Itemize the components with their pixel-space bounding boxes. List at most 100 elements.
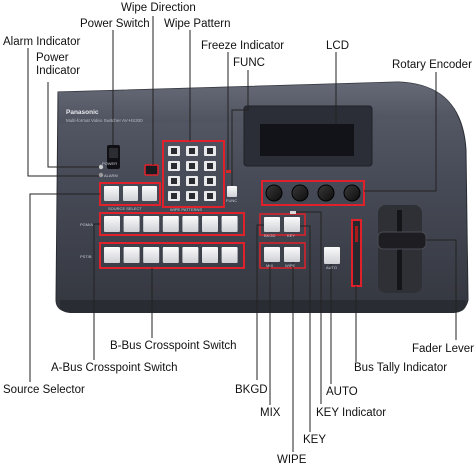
wipe-pattern-grid bbox=[168, 146, 216, 201]
leader-key bbox=[300, 225, 311, 432]
b-bus-crosspoint-button[interactable] bbox=[202, 247, 218, 263]
leader-fader-lever bbox=[426, 239, 457, 340]
switcher-front-edge bbox=[60, 300, 466, 313]
a-bus-crosspoint-row bbox=[104, 216, 238, 232]
wipe-button[interactable] bbox=[284, 247, 300, 262]
leader-bkgd bbox=[256, 224, 264, 380]
model-name-text: Multi-format Video Switcher AV-HS300 bbox=[66, 118, 143, 123]
auto-panel-label: AUTO bbox=[326, 265, 338, 270]
wipe-pattern-icon bbox=[207, 163, 213, 169]
a-bus-crosspoint-button[interactable] bbox=[202, 216, 218, 232]
callout-func: FUNC bbox=[233, 57, 265, 69]
freeze-indicator-led bbox=[226, 170, 231, 173]
power-switch-rocker bbox=[109, 148, 118, 158]
rotary-encoders bbox=[265, 184, 361, 202]
callout-lcd: LCD bbox=[326, 40, 350, 52]
a-bus-crosspoint-button[interactable] bbox=[221, 216, 238, 232]
key-button[interactable] bbox=[284, 217, 300, 232]
a-bus-crosspoint-button[interactable] bbox=[123, 216, 140, 232]
rotary-encoder-highlight bbox=[261, 180, 365, 206]
program-bus-panel-label: PGM/A bbox=[80, 222, 93, 227]
b-bus-crosspoint-button[interactable] bbox=[143, 247, 160, 263]
fader-lever[interactable] bbox=[377, 231, 427, 250]
source-selector bbox=[104, 186, 157, 201]
wipe-pattern-highlight bbox=[162, 140, 225, 208]
wipe-pattern-icon bbox=[171, 178, 177, 184]
a-bus-crosspoint-button[interactable] bbox=[143, 216, 160, 232]
wipe-pattern-icon bbox=[207, 148, 213, 154]
callout-bkgd: BKGD bbox=[235, 384, 268, 396]
b-bus-crosspoint-button[interactable] bbox=[182, 247, 199, 263]
callout-bus-tally: Bus Tally Indicator bbox=[354, 362, 448, 374]
leader-a-bus bbox=[93, 223, 100, 360]
wipe-pattern-icon bbox=[189, 163, 195, 169]
wipe-pattern-icon bbox=[171, 148, 177, 154]
callout-alarm-indicator: Alarm Indicator bbox=[3, 36, 81, 48]
bus-tally-led-top bbox=[355, 226, 358, 242]
callout-rotary-encoder: Rotary Encoder bbox=[392, 59, 472, 71]
b-bus-crosspoint-button[interactable] bbox=[104, 247, 120, 263]
lcd-screen bbox=[260, 124, 354, 156]
power-panel-label: POWER bbox=[102, 161, 118, 166]
callout-mix: MIX bbox=[260, 407, 281, 419]
mix-panel-label: MIX bbox=[266, 263, 274, 268]
wipe-pattern-icon bbox=[207, 193, 213, 199]
b-bus-crosspoint-button[interactable] bbox=[221, 247, 238, 263]
callout-b-bus: B-Bus Crosspoint Switch bbox=[110, 340, 237, 352]
transition-type-highlight bbox=[259, 242, 306, 269]
callout-key: KEY bbox=[303, 434, 327, 446]
callout-wipe-pattern: Wipe Pattern bbox=[164, 18, 231, 30]
callout-freeze-indicator: Freeze Indicator bbox=[201, 40, 285, 52]
rotary-encoder-knob[interactable] bbox=[291, 184, 309, 202]
callout-fader-lever: Fader Lever bbox=[412, 343, 475, 355]
source-selector-button[interactable] bbox=[123, 186, 138, 201]
source-select-panel-label: SOURCE SELECT bbox=[108, 206, 142, 211]
wipe-direction-button[interactable] bbox=[144, 164, 159, 176]
callout-wipe-direction: Wipe Direction bbox=[121, 2, 196, 14]
wipe-pattern-icon bbox=[189, 193, 195, 199]
key-indicator-led bbox=[290, 211, 296, 214]
callout-key-indicator: KEY Indicator bbox=[316, 407, 387, 419]
b-bus-crosspoint-row bbox=[104, 247, 238, 263]
func-panel-label: FUNC bbox=[226, 198, 238, 203]
alarm-indicator-led bbox=[98, 172, 104, 178]
callout-wipe: WIPE bbox=[277, 454, 307, 466]
auto-button[interactable] bbox=[324, 247, 340, 264]
source-selector-button[interactable] bbox=[104, 186, 119, 201]
mix-button[interactable] bbox=[264, 247, 280, 262]
b-bus-crosspoint-button[interactable] bbox=[162, 247, 179, 263]
func-button[interactable] bbox=[227, 186, 237, 197]
wipe-pattern-icon bbox=[189, 148, 195, 154]
b-bus-crosspoint-button[interactable] bbox=[123, 247, 140, 263]
rotary-encoder-knob[interactable] bbox=[343, 184, 361, 202]
rotary-encoder-knob[interactable] bbox=[265, 184, 283, 202]
brand-logo-text: Panasonic bbox=[66, 109, 99, 116]
a-bus-crosspoint-button[interactable] bbox=[104, 216, 120, 232]
callout-a-bus: A-Bus Crosspoint Switch bbox=[51, 362, 178, 374]
a-bus-crosspoint-button[interactable] bbox=[162, 216, 179, 232]
leader-alarm-indicator bbox=[27, 48, 99, 177]
wipe-pattern-icon bbox=[171, 193, 177, 199]
a-bus-crosspoint-button[interactable] bbox=[182, 216, 199, 232]
leader-source-selector bbox=[29, 193, 100, 382]
alarm-panel-label: ALARM bbox=[104, 173, 118, 178]
fader-slot bbox=[397, 210, 402, 290]
wipe-pattern-icon bbox=[207, 178, 213, 184]
callout-power-switch: Power Switch bbox=[80, 18, 150, 30]
leader-func bbox=[231, 70, 249, 186]
wipe-pattern-icon bbox=[171, 163, 177, 169]
bkgd-button[interactable] bbox=[264, 217, 280, 232]
b-bus-highlight bbox=[99, 242, 245, 269]
leader-power-indicator bbox=[47, 82, 99, 168]
source-selector-button[interactable] bbox=[142, 186, 157, 201]
wipe-patterns-panel-label: WIPE PATTERNS bbox=[170, 207, 203, 212]
wipe-pattern-icon bbox=[189, 178, 195, 184]
leader-rotary-encoder bbox=[364, 72, 437, 192]
rotary-encoder-knob[interactable] bbox=[317, 184, 335, 202]
wipe-panel-label: WIPE bbox=[285, 263, 296, 268]
bkgd-panel-label: BKGD bbox=[264, 233, 276, 238]
leader-lines bbox=[27, 16, 457, 452]
preset-bus-panel-label: PST/B bbox=[80, 254, 92, 259]
callout-source-selector: Source Selector bbox=[3, 384, 85, 396]
